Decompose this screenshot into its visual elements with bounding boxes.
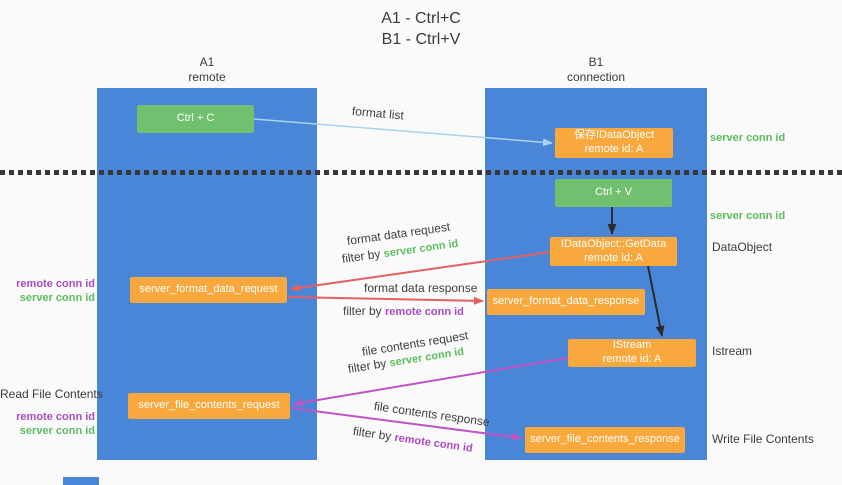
lifeline-a1-role: remote: [188, 70, 226, 84]
node-save-dataobject-line1: 保存IDataObject: [573, 129, 655, 142]
label-server-conn-id-right-mid: server conn id: [710, 210, 786, 222]
arrow-file-contents-response: [290, 407, 522, 441]
arrow-getdata-to-istream: [647, 265, 665, 337]
diagram-title: A1 - Ctrl+C B1 - Ctrl+V: [0, 8, 842, 50]
left-conn-id-stack-2: remote conn id server conn id: [0, 410, 95, 438]
lifeline-header-b1: B1 connection: [485, 55, 707, 85]
node-istream-line2: remote id: A: [602, 353, 662, 365]
label-remote-conn-id-left-1: remote conn id: [16, 278, 95, 290]
arrow-file-contents-request: [293, 357, 569, 407]
node-server-file-contents-request: server_file_contents_request: [128, 393, 290, 419]
node-server-format-data-response-label: server_format_data_response: [492, 295, 640, 308]
node-getdata: IDataObject::GetData remote id: A: [550, 237, 677, 266]
lifeline-b1-role: connection: [566, 70, 626, 84]
node-ctrl-v-label: Ctrl + V: [595, 186, 632, 199]
node-ctrl-c-label: Ctrl + C: [176, 112, 215, 125]
arrow-format-data-response: [287, 296, 484, 305]
node-server-format-data-request-label: server_format_data_request: [139, 283, 278, 296]
label-format-data-response: format data response: [364, 281, 478, 295]
lifeline-header-a1: A1 remote: [97, 55, 317, 85]
title-line-1: A1 - Ctrl+C: [381, 10, 461, 27]
node-server-format-data-request: server_format_data_request: [130, 277, 287, 303]
label-filter-by-remote-conn-id-1: filter by remote conn id: [343, 304, 464, 318]
label-server-conn-id-left-2: server conn id: [19, 425, 95, 437]
title-line-2: B1 - Ctrl+V: [381, 31, 461, 48]
arrow-format-data-request: [290, 251, 551, 292]
node-server-file-contents-response-label: server_file_contents_response: [530, 433, 680, 446]
dotted-separator: [0, 170, 842, 175]
node-server-file-contents-response: server_file_contents_response: [525, 427, 685, 453]
label-dataobject: DataObject: [712, 240, 773, 254]
lifeline-b1-name: B1: [588, 55, 604, 69]
node-save-dataobject-line2: remote id: A: [584, 143, 644, 155]
node-getdata-line2: remote id: A: [584, 251, 643, 264]
node-server-file-contents-request-label: server_file_contents_request: [138, 399, 280, 412]
node-ctrl-c: Ctrl + C: [137, 105, 254, 133]
label-server-conn-id-left-1: server conn id: [19, 292, 95, 304]
filter-by-text: filter by: [343, 304, 382, 318]
left-conn-id-stack-1: remote conn id server conn id: [0, 277, 95, 305]
label-server-conn-id-right-top: server conn id: [710, 132, 786, 144]
label-write-file-contents: Write File Contents: [712, 432, 814, 446]
node-save-dataobject: 保存IDataObject remote id: A: [555, 128, 673, 158]
node-getdata-line1: IDataObject::GetData: [560, 237, 667, 250]
remote-conn-id-text: remote conn id: [385, 306, 464, 318]
label-remote-conn-id-left-2: remote conn id: [16, 411, 95, 423]
arrow-format-list: [253, 118, 553, 147]
label-istream: Istream: [712, 344, 753, 358]
lifeline-a1-name: A1: [199, 55, 215, 69]
node-istream: IStream remote id: A: [568, 339, 696, 367]
bottom-blue-fragment: [63, 477, 99, 485]
node-istream-line1: IStream: [612, 339, 652, 352]
label-read-file-contents: Read File Contents: [0, 387, 103, 401]
node-server-format-data-response: server_format_data_response: [487, 289, 645, 315]
node-ctrl-v: Ctrl + V: [555, 179, 672, 207]
